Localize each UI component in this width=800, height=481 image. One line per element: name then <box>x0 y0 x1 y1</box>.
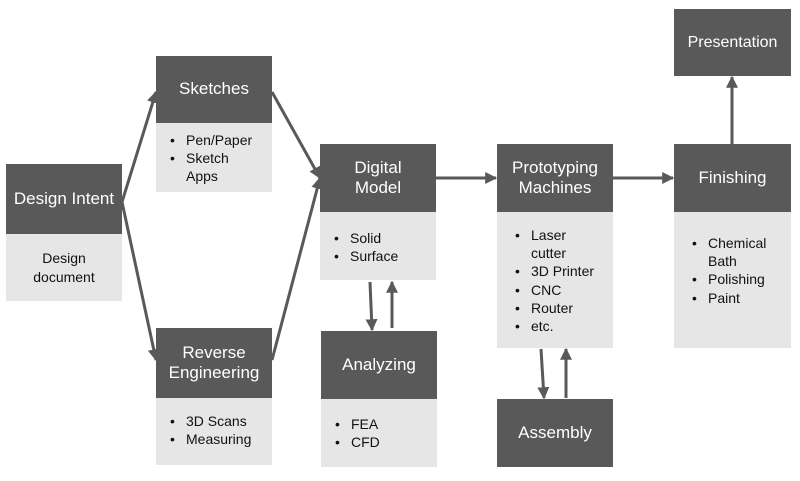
presentation-node: Presentation <box>674 9 791 76</box>
design-intent-title: Design Intent <box>6 164 122 234</box>
digital-model-title: Digital Model <box>320 144 436 212</box>
list-item: Chemical Bath <box>686 234 774 270</box>
arrow-prototyping-to-assembly <box>537 348 550 400</box>
reverse-engineering-list: 3D Scans Measuring <box>164 412 268 449</box>
list-item: 3D Scans <box>164 412 268 430</box>
presentation-title: Presentation <box>674 9 791 76</box>
list-item: etc. <box>509 317 609 335</box>
arrow-intent-to-sketches <box>120 90 159 203</box>
assembly-title: Assembly <box>497 399 613 467</box>
assembly-node: Assembly <box>497 399 613 467</box>
arrow-sketches-to-model <box>270 91 322 180</box>
prototyping-machines-node: Prototyping Machines Laser cutter 3D Pri… <box>497 144 613 348</box>
analyzing-node: Analyzing FEA CFD <box>321 331 437 467</box>
design-intent-body: Design document <box>33 250 95 285</box>
prototyping-machines-list: Laser cutter 3D Printer CNC Router etc. <box>509 226 609 335</box>
arrow-reverse-to-model <box>270 176 324 361</box>
list-item: Polishing <box>686 270 787 288</box>
digital-model-node: Digital Model Solid Surface <box>320 144 436 280</box>
design-intent-node: Design Intent Design document <box>6 164 122 301</box>
reverse-engineering-node: Reverse Engineering 3D Scans Measuring <box>156 328 272 465</box>
list-item: Surface <box>328 247 432 265</box>
list-item: Laser cutter <box>509 226 577 262</box>
digital-model-list: Solid Surface <box>328 229 432 266</box>
sketches-title: Sketches <box>156 56 272 123</box>
finishing-list: Chemical Bath Polishing Paint <box>686 234 787 307</box>
finishing-title: Finishing <box>674 144 791 212</box>
list-item: Sketch Apps <box>164 149 246 185</box>
arrow-model-to-analyzing <box>365 281 378 332</box>
list-item: CFD <box>329 433 433 451</box>
list-item: Measuring <box>164 430 268 448</box>
prototyping-machines-title: Prototyping Machines <box>497 144 613 212</box>
finishing-node: Finishing Chemical Bath Polishing Paint <box>674 144 791 348</box>
reverse-engineering-title: Reverse Engineering <box>156 328 272 398</box>
list-item: Paint <box>686 289 787 307</box>
sketches-node: Sketches Pen/Paper Sketch Apps <box>156 56 272 192</box>
list-item: Solid <box>328 229 432 247</box>
arrow-intent-to-reverse <box>120 201 160 362</box>
analyzing-title: Analyzing <box>321 331 437 399</box>
list-item: Router <box>509 299 609 317</box>
analyzing-list: FEA CFD <box>329 415 433 452</box>
list-item: FEA <box>329 415 433 433</box>
list-item: CNC <box>509 281 609 299</box>
sketches-list: Pen/Paper Sketch Apps <box>164 131 268 186</box>
list-item: 3D Printer <box>509 262 609 280</box>
list-item: Pen/Paper <box>164 131 268 149</box>
